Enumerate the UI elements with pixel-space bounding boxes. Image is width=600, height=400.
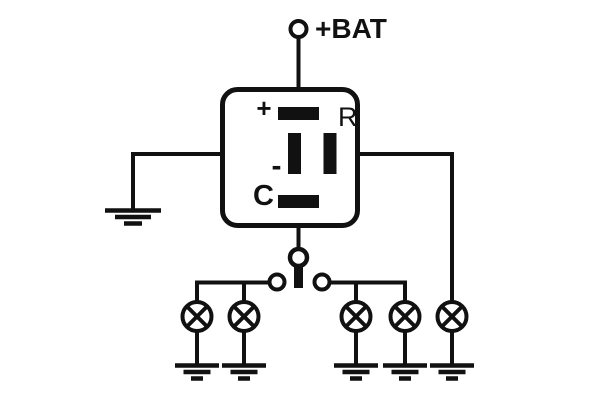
flasher-switch [267, 246, 332, 292]
lamp-cross [393, 305, 417, 328]
switch-common-icon [287, 246, 310, 269]
ground-lamp-2 [222, 363, 266, 381]
lamp-5 [435, 300, 469, 333]
relay-r-label: R [338, 102, 358, 132]
lamp-cross [344, 305, 368, 328]
switch-lever-icon [294, 265, 303, 288]
lamp-cross [440, 305, 464, 328]
ground-lamp-5 [430, 363, 474, 381]
ground-lamp-1 [175, 363, 219, 381]
wire-relay-r-to-right-lamp [336, 152, 454, 303]
lamp-3 [339, 300, 373, 333]
ground-relay-minus [105, 208, 161, 226]
relay-plus-label: + [256, 93, 271, 123]
battery-terminal-icon [288, 19, 309, 39]
relay-c-label: C [253, 180, 274, 212]
flasher-relay: + R - C [220, 87, 360, 228]
relay-terminal-c-icon [278, 195, 319, 208]
ground-lamp-4 [383, 363, 427, 381]
lamp-1 [180, 300, 214, 333]
relay-terminal-plus-icon [278, 107, 319, 120]
switch-left-contact-icon [267, 272, 287, 292]
switch-right-contact-icon [312, 272, 332, 292]
battery-terminal: +BAT [288, 13, 387, 44]
ground-lamp-3 [334, 363, 378, 381]
lamp-cross [232, 305, 256, 328]
relay-minus-label: - [272, 150, 282, 183]
relay-terminal-r-icon [323, 133, 337, 174]
lamp-cross [185, 305, 209, 328]
battery-label: +BAT [315, 13, 387, 44]
relay-terminal-minus-icon [288, 133, 301, 174]
lamp-2 [227, 300, 261, 333]
lamp-4 [388, 300, 422, 333]
